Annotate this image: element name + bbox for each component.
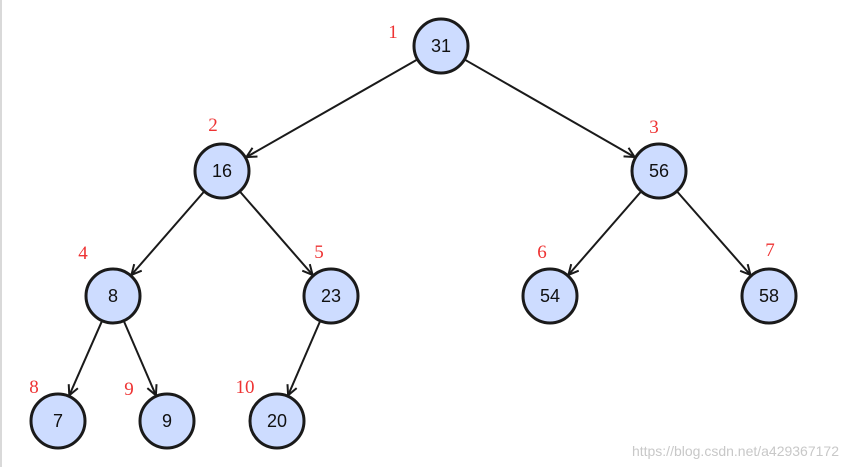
node-index-label: 3 [649, 117, 659, 138]
node-index-label: 9 [124, 379, 134, 400]
node-circle [630, 142, 688, 200]
node-circle [521, 267, 579, 325]
node-circle [84, 267, 142, 325]
edge-n4-n8 [69, 320, 104, 396]
node-index-label: 8 [29, 377, 39, 398]
edge-n4-n9 [122, 320, 156, 396]
node-value: 31 [431, 36, 451, 56]
node-circle [302, 267, 360, 325]
tree-node-n1: 31 [412, 17, 470, 75]
node-circle [193, 142, 251, 200]
watermark: https://blog.csdn.net/a429367172 [631, 443, 839, 459]
edge-n3-n6 [568, 190, 643, 275]
edge-n2-n4 [131, 190, 206, 275]
node-index-label: 5 [314, 242, 324, 263]
tree-node-n2: 16 [193, 142, 251, 200]
node-value: 56 [649, 161, 669, 181]
tree-node-n4: 8 [84, 267, 142, 325]
node-index-label: 4 [78, 243, 88, 264]
node-circle [740, 267, 798, 325]
node-circle [248, 392, 306, 450]
left-border [0, 0, 2, 467]
node-value: 20 [267, 411, 287, 431]
node-value: 16 [212, 161, 232, 181]
node-index-label: 7 [765, 240, 775, 261]
node-value: 8 [108, 286, 118, 306]
node-value: 7 [53, 411, 63, 431]
tree-node-n8: 7 [29, 392, 87, 450]
node-value: 23 [321, 286, 341, 306]
node-circle [29, 392, 87, 450]
node-value: 58 [759, 286, 779, 306]
tree-node-n3: 56 [630, 142, 688, 200]
node-circle [138, 392, 196, 450]
edge-n2-n5 [238, 190, 313, 275]
edge-n1-n2 [246, 58, 419, 157]
edges [69, 58, 751, 396]
tree-node-n5: 23 [302, 267, 360, 325]
tree-node-n10: 20 [248, 392, 306, 450]
tree-node-n7: 58 [740, 267, 798, 325]
node-value: 54 [540, 286, 560, 306]
node-index-label: 2 [208, 115, 218, 136]
edge-n1-n3 [463, 58, 634, 157]
node-index-label: 6 [537, 242, 547, 263]
node-value: 9 [162, 411, 172, 431]
node-circle [412, 17, 470, 75]
tree-node-n6: 54 [521, 267, 579, 325]
edge-n5-n10 [288, 320, 322, 396]
edge-n3-n7 [676, 190, 751, 275]
node-index-label: 1 [388, 22, 398, 43]
node-index-label: 10 [236, 377, 255, 398]
tree-node-n9: 9 [138, 392, 196, 450]
